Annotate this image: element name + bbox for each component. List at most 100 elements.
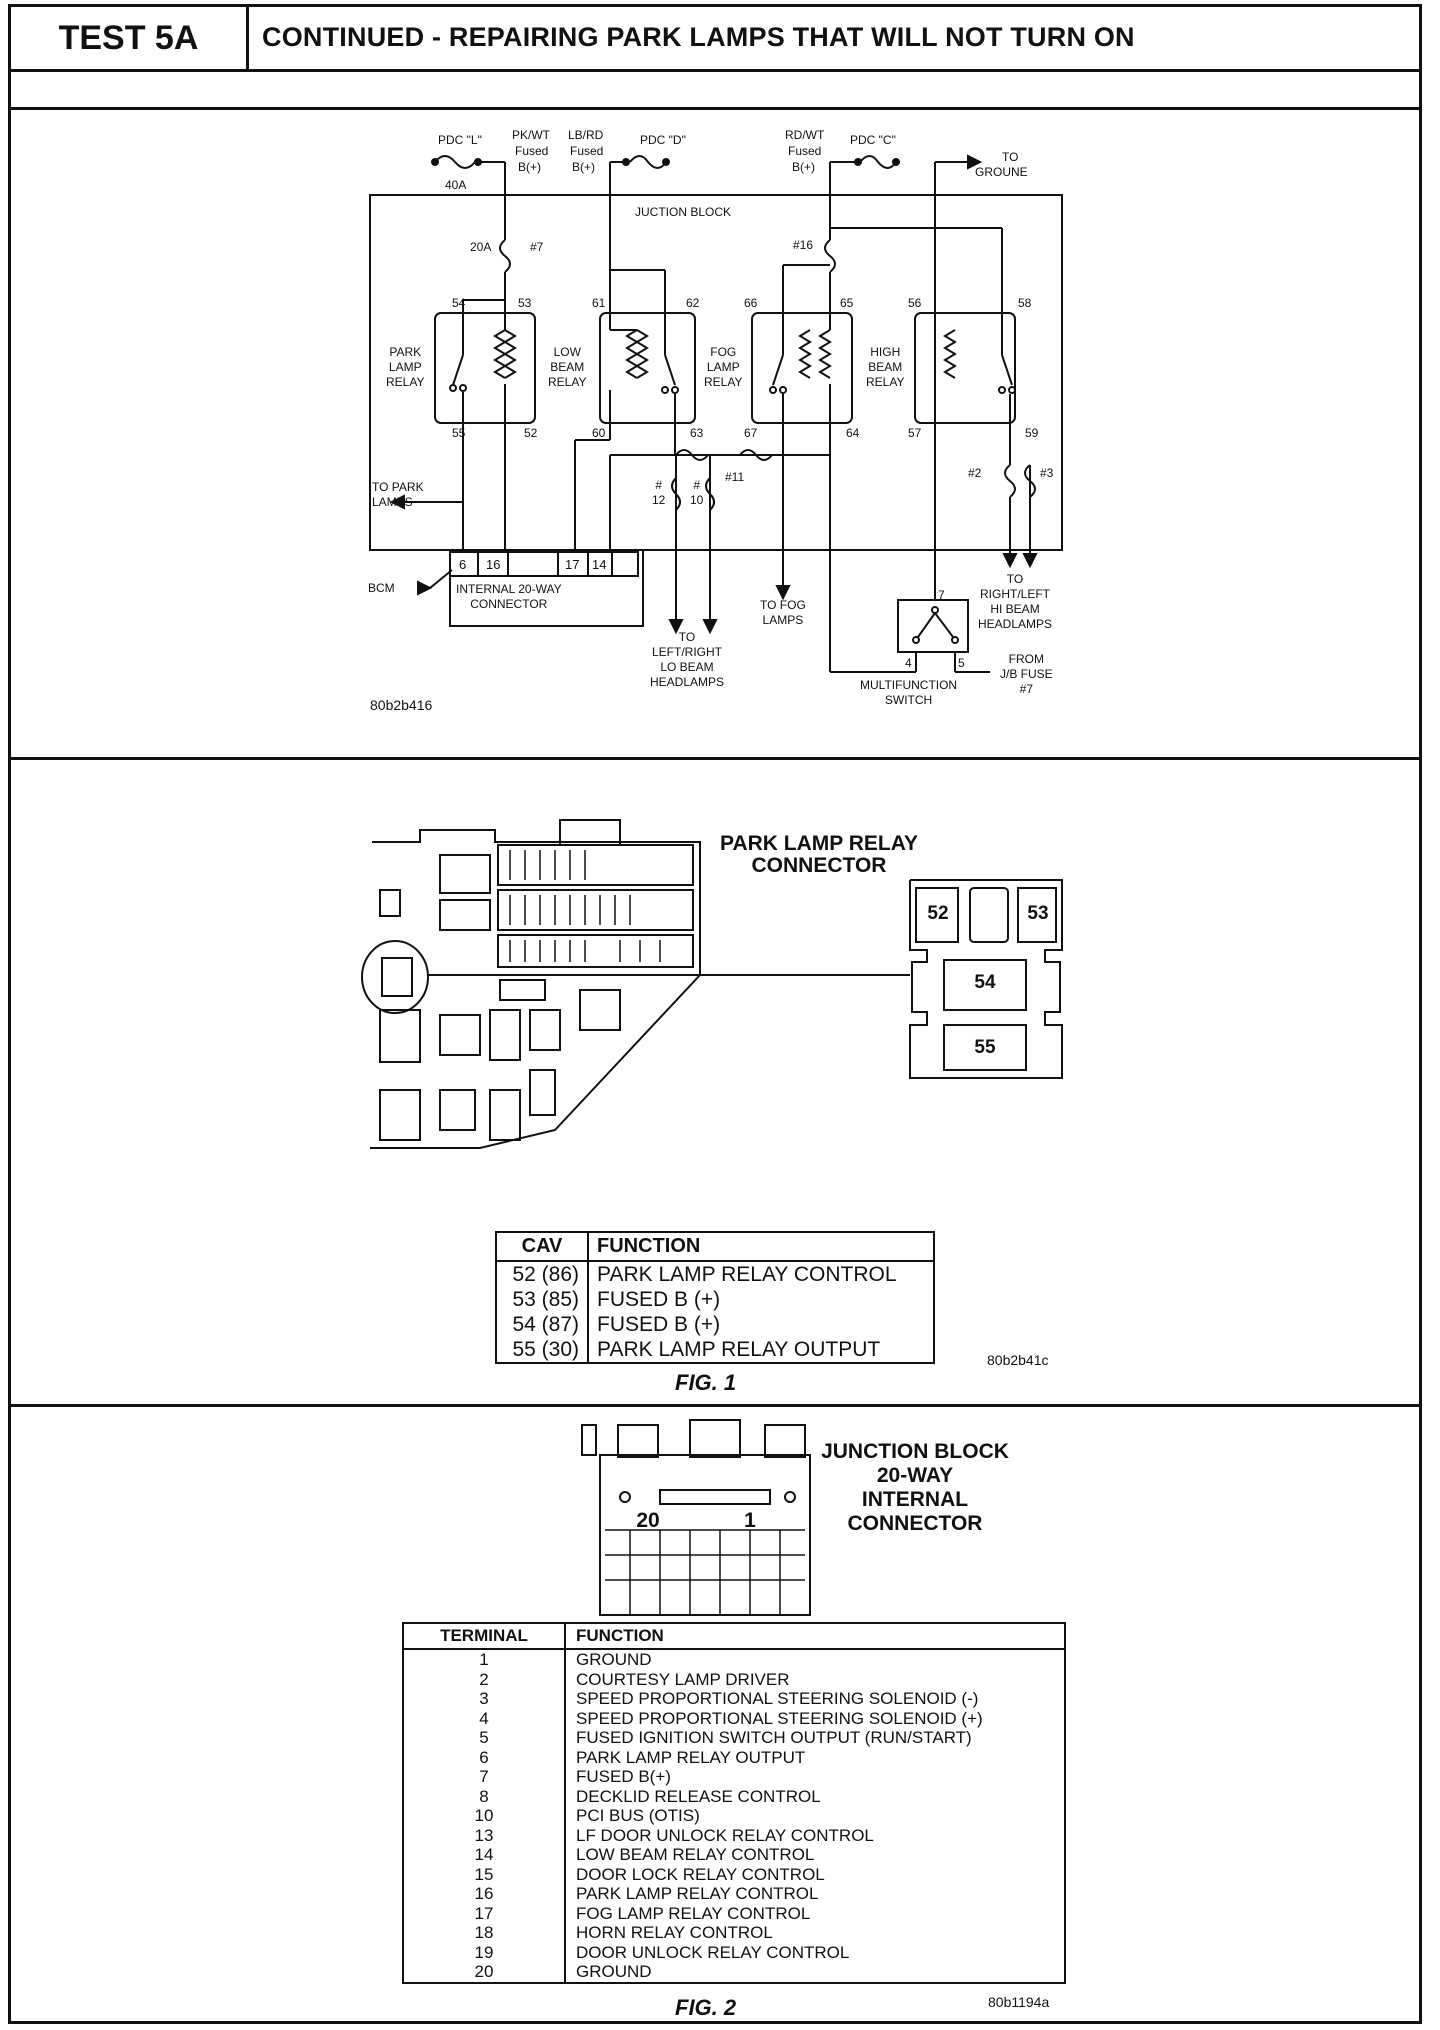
- function-header: FUNCTION: [587, 1231, 935, 1262]
- terminal-cell: 17: [403, 1903, 566, 1923]
- pin-label: 56: [908, 296, 922, 310]
- function-cell: PARK LAMP RELAY CONTROL: [597, 1263, 897, 1286]
- table-row: 17 FOG LAMP RELAY CONTROL: [403, 1903, 1065, 1923]
- table-row: 19 DOOR UNLOCK RELAY CONTROL: [403, 1942, 1065, 1962]
- bcm-label: BCM: [368, 581, 395, 595]
- function-cell: PCI BUS (OTIS): [576, 1806, 700, 1825]
- function-cell: HORN RELAY CONTROL: [576, 1923, 773, 1942]
- fog-lamp-relay-box: [751, 312, 853, 424]
- terminal-cell: 18: [403, 1923, 566, 1943]
- function-cell: FUSED IGNITION SWITCH OUTPUT (RUN/START): [576, 1728, 972, 1747]
- connector-pin: 17: [565, 557, 580, 572]
- table-row: 52 (86)PARK LAMP RELAY CONTROL: [496, 1261, 934, 1287]
- function-cell: DECKLID RELEASE CONTROL: [576, 1786, 821, 1806]
- pin-label: 58: [1018, 296, 1032, 310]
- pin-label: 54: [452, 296, 466, 310]
- low-beam-relay-box: [599, 312, 696, 424]
- cavity-function-table: CAV FUNCTION 52 (86)PARK LAMP RELAY CONT…: [495, 1231, 935, 1364]
- pin-label: 63: [690, 426, 704, 440]
- function-cell: DOOR LOCK RELAY CONTROL: [576, 1864, 825, 1884]
- fuse-11-label: #11: [725, 470, 745, 484]
- page-frame: [8, 4, 1422, 2024]
- table-row: 10 PCI BUS (OTIS): [403, 1806, 1065, 1826]
- switch-pin: 4: [905, 656, 912, 670]
- cavity-53: 53: [1027, 903, 1049, 924]
- terminal-cell: 5: [403, 1728, 566, 1748]
- table-row: 18 HORN RELAY CONTROL: [403, 1923, 1065, 1943]
- terminal-cell: 10: [403, 1806, 566, 1826]
- park-lamp-relay-box: [434, 312, 536, 424]
- terminal-cell: 16: [403, 1884, 566, 1904]
- pdc-l-label: PDC "L": [438, 133, 482, 147]
- connector-pin: 16: [486, 557, 501, 572]
- fig2-code: 80b1194a: [988, 1994, 1050, 2010]
- function-cell: LF DOOR UNLOCK RELAY CONTROL: [576, 1825, 874, 1845]
- fig1-code: 80b2b41c: [987, 1352, 1049, 1368]
- internal-connector-outline: [449, 549, 644, 627]
- function-cell: PARK LAMP RELAY OUTPUT: [576, 1747, 806, 1767]
- junction-block-outline: [369, 194, 1063, 551]
- b-plus-label: B(+): [792, 160, 816, 174]
- function-cell: PARK LAMP RELAY OUTPUT: [597, 1338, 881, 1361]
- b-plus-label: B(+): [572, 160, 596, 174]
- table-row: 55 (30)PARK LAMP RELAY OUTPUT: [496, 1337, 934, 1363]
- table-row: 14 LOW BEAM RELAY CONTROL: [403, 1845, 1065, 1865]
- fuse-16-label: #16: [793, 238, 814, 252]
- function-cell: DOOR UNLOCK RELAY CONTROL: [576, 1942, 850, 1962]
- pin-label: 61: [592, 296, 606, 310]
- function-cell: GROUND: [576, 1650, 652, 1669]
- cav-cell: 53 (85): [496, 1287, 589, 1312]
- connector-pin: 6: [459, 557, 467, 572]
- pdc-c-label: PDC "C": [850, 133, 896, 147]
- high-beam-relay-box: [914, 312, 1016, 424]
- fuse-box-illustration: [361, 819, 1063, 1149]
- to-label: TO: [1002, 150, 1019, 164]
- cavity-52: 52: [927, 903, 949, 924]
- switch-pin: 7: [938, 588, 945, 602]
- rd-wt-label: RD/WT: [785, 128, 825, 142]
- fuse-2-label: #2: [968, 466, 982, 480]
- function-cell: GROUND: [576, 1962, 652, 1981]
- terminal-header: TERMINAL: [403, 1623, 566, 1650]
- fig1-caption: FIG. 1: [675, 1370, 737, 1395]
- pin-20-label: 20: [636, 1509, 660, 1532]
- junction-block-label: JUCTION BLOCK: [635, 205, 732, 219]
- function-cell: FOG LAMP RELAY CONTROL: [576, 1903, 811, 1923]
- table-row: 54 (87)FUSED B (+): [496, 1312, 934, 1337]
- cavity-55: 55: [974, 1037, 996, 1058]
- function-cell: FUSED B(+): [576, 1767, 671, 1786]
- function-cell: COURTESY LAMP DRIVER: [576, 1669, 790, 1689]
- cav-cell: 54 (87): [496, 1312, 589, 1337]
- function-cell: LOW BEAM RELAY CONTROL: [576, 1845, 815, 1864]
- schematic-code: 80b2b416: [370, 697, 433, 713]
- pin-label: 59: [1025, 426, 1039, 440]
- table-row: 13 LF DOOR UNLOCK RELAY CONTROL: [403, 1825, 1065, 1845]
- connector-pin: 14: [592, 557, 607, 572]
- b-plus-label: B(+): [518, 160, 542, 174]
- terminal-cell: 2: [403, 1669, 566, 1689]
- pin-label: 62: [686, 296, 700, 310]
- terminal-cell: 19: [403, 1942, 566, 1962]
- amp-40-label: 40A: [445, 178, 467, 192]
- pin-label: 55: [452, 426, 466, 440]
- terminal-cell: 14: [403, 1845, 566, 1865]
- test-label: TEST 5A: [11, 7, 249, 69]
- amp-20-label: 20A: [470, 240, 492, 254]
- lb-rd-label: LB/RD: [568, 128, 604, 142]
- terminal-cell: 13: [403, 1825, 566, 1845]
